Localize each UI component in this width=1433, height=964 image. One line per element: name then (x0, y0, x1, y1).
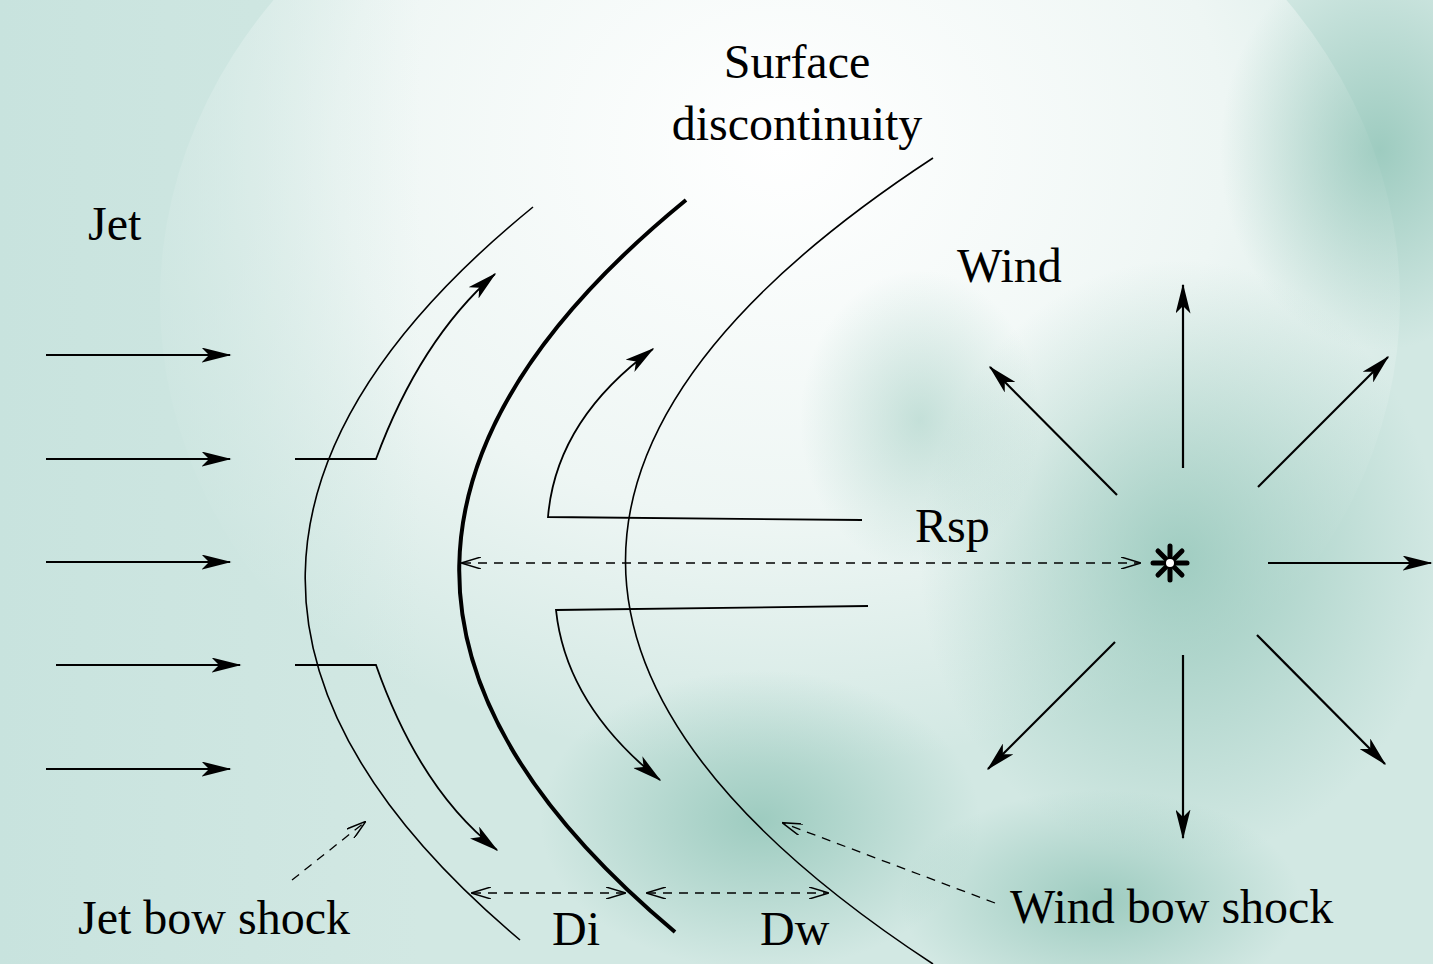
surface-discontinuity-label: Surface discontinuity (647, 31, 947, 155)
dw-label: Dw (760, 903, 829, 955)
jet-label: Jet (88, 194, 141, 254)
wind-bow-shock-label: Wind bow shock (1010, 877, 1333, 937)
star-symbol (1153, 546, 1187, 580)
rsp-label: Rsp (915, 496, 990, 556)
di-label: Di (552, 903, 600, 955)
jet-bow-shock-label: Jet bow shock (78, 888, 350, 948)
wind-label: Wind (957, 236, 1062, 296)
